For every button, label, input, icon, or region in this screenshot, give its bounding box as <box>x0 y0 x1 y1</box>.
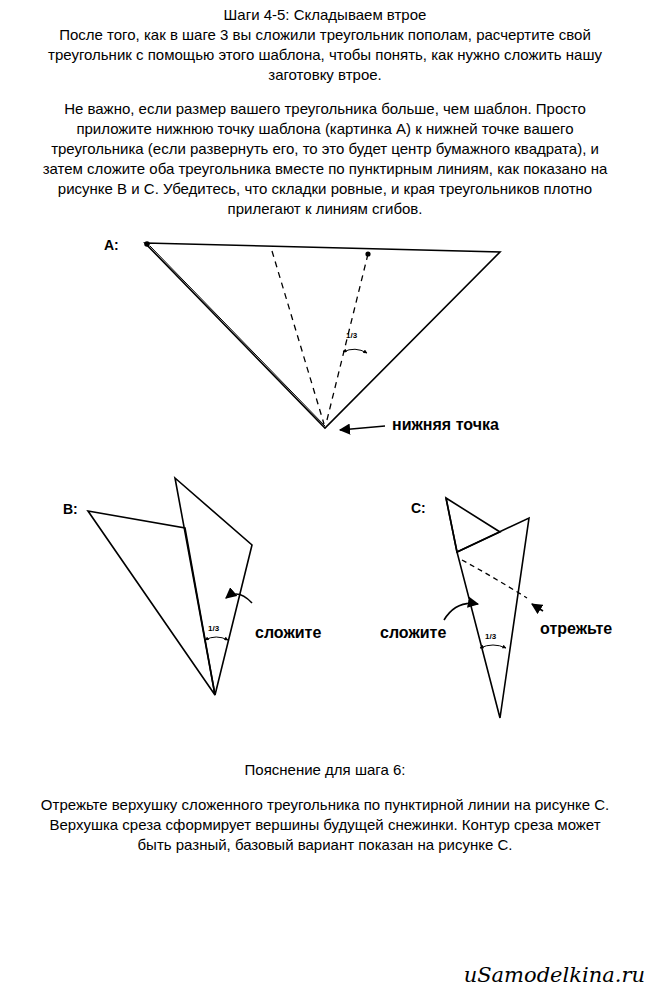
callout-text: сложите <box>380 622 446 643</box>
callout-text: отрежьте <box>540 618 612 639</box>
figure-letter: B: <box>63 500 78 518</box>
paragraph: Отрежьте верхушку сложенного треугольник… <box>40 795 610 855</box>
watermark: uSamodelkina.ru <box>464 962 645 989</box>
fraction-mark: 1/3 <box>485 632 496 642</box>
paragraph: Не важно, если размер вашего треугольник… <box>40 99 610 219</box>
title: Шаги 4-5: Складываем втрое <box>20 5 630 24</box>
figure-letter: A: <box>104 236 119 254</box>
template-triangle <box>145 242 500 428</box>
fold-step-b <box>88 478 252 695</box>
fraction-mark: 1/3 <box>208 624 219 634</box>
fraction-mark: 1/3 <box>346 331 357 341</box>
callout-text: сложите <box>255 622 321 643</box>
callout-text: нижняя точка <box>392 414 499 435</box>
paragraph: После того, как в шаге 3 вы сложили треу… <box>40 25 610 85</box>
fold-step-c <box>444 498 543 718</box>
section-heading: Пояснение для шага 6: <box>40 760 610 780</box>
figure-letter: C: <box>411 499 426 517</box>
pointer-arrow <box>340 426 385 430</box>
